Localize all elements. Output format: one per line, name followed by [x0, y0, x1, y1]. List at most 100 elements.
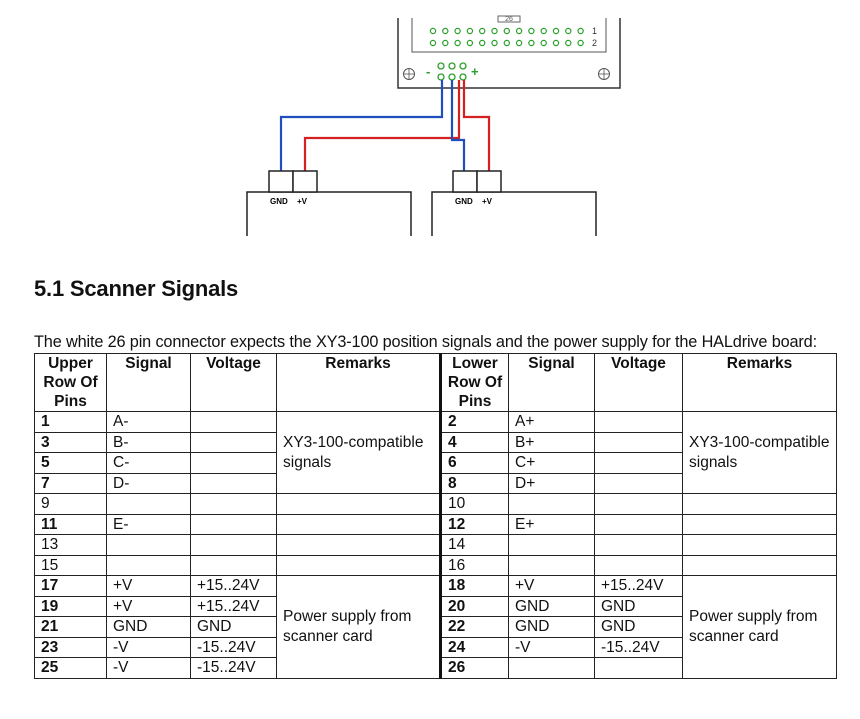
lower-pin-cell: 26: [439, 657, 509, 679]
lower-pin-cell: 16: [439, 554, 509, 576]
connector-pin: [565, 39, 572, 47]
header-signal-upper: Signal: [106, 353, 191, 412]
signal-table: Upper Row Of Pins Signal Voltage Remarks…: [34, 353, 837, 679]
connector-pin: [466, 27, 474, 35]
upper-signal-cell: C-: [106, 452, 191, 474]
mounting-hole-icon-left: [403, 68, 415, 80]
connector-pin: [540, 39, 547, 47]
remarks-empty-lower: [682, 513, 837, 535]
connector-pin: [515, 27, 523, 35]
connector-pin: [479, 39, 486, 47]
upper-signal-cell: [106, 554, 191, 576]
lower-signal-cell: [508, 657, 595, 679]
lower-signal-cell: -V: [508, 636, 595, 658]
remarks-power-lower: Power supply from scanner card: [682, 575, 837, 679]
lower-pin-cell: 8: [439, 472, 509, 494]
upper-voltage-cell: -15..24V: [190, 657, 277, 679]
connector-pin: [503, 39, 510, 47]
row-label-1: 1: [592, 26, 597, 36]
mounting-hole-icon-right: [598, 68, 610, 80]
upper-pin-cell: 11: [34, 513, 107, 535]
upper-pin-cell: 15: [34, 554, 107, 576]
lower-pin-cell: 2: [439, 411, 509, 433]
lower-voltage-cell: [594, 452, 683, 474]
connector-pin: [479, 27, 486, 35]
remarks-empty-upper: [276, 513, 441, 535]
remarks-empty-lower: [682, 493, 837, 515]
plus-label: +: [471, 64, 479, 79]
lower-pin-cell: 10: [439, 493, 509, 515]
header-remarks-upper: Remarks: [276, 353, 441, 412]
header-lower-pins: Lower Row Of Pins: [439, 353, 509, 412]
upper-pin-cell: 23: [34, 636, 107, 658]
connector-pin: [565, 27, 572, 35]
lower-signal-cell: [508, 534, 595, 556]
connector-pin: [491, 27, 498, 35]
pos-wire-left: [303, 80, 461, 172]
lower-signal-cell: [508, 554, 595, 576]
table-row: 13 14: [34, 534, 837, 556]
connector-pin-rows: [429, 27, 584, 47]
gnd-label-right: GND: [455, 197, 473, 206]
header-upper-pins: Upper Row Of Pins: [34, 353, 107, 412]
vplus-label-left: +V: [297, 197, 308, 206]
gnd-label-left: GND: [270, 197, 288, 206]
connector-housing: [397, 18, 621, 89]
upper-pin-cell: 19: [34, 595, 107, 617]
header-remarks-lower: Remarks: [682, 353, 837, 412]
upper-voltage-cell: [190, 493, 277, 515]
lower-signal-cell: D+: [508, 472, 595, 494]
lower-voltage-cell: GND: [594, 595, 683, 617]
upper-signal-cell: E-: [106, 513, 191, 535]
connector-pin: [442, 39, 449, 47]
upper-signal-cell: GND: [106, 616, 191, 638]
connector-pin: [540, 27, 547, 35]
lower-signal-cell: B+: [508, 431, 595, 453]
lower-voltage-cell: [594, 472, 683, 494]
connector-pin: [552, 39, 560, 47]
remarks-compat-lower: XY3-100-compatible signals: [682, 411, 837, 494]
connector-pin: [528, 39, 535, 47]
upper-signal-cell: [106, 493, 191, 515]
lower-pin-cell: 20: [439, 595, 509, 617]
connector-pin: [454, 27, 461, 35]
upper-voltage-cell: [190, 472, 277, 494]
upper-pin-cell: 1: [34, 411, 107, 433]
connector-pin: [442, 27, 449, 35]
remarks-power-upper: Power supply from scanner card: [276, 575, 441, 679]
upper-signal-cell: +V: [106, 595, 191, 617]
table-header-row: Upper Row Of Pins Signal Voltage Remarks…: [34, 353, 837, 412]
lower-signal-cell: C+: [508, 452, 595, 474]
connector-label: 26: [505, 16, 513, 23]
upper-pin-cell: 9: [34, 493, 107, 515]
connector-pin: [429, 39, 437, 47]
remarks-empty-upper: [276, 493, 441, 515]
intro-text: The white 26 pin connector expects the X…: [34, 333, 817, 351]
upper-signal-cell: -V: [106, 636, 191, 658]
connector-pin: [552, 27, 560, 35]
lower-voltage-cell: [594, 513, 683, 535]
upper-pin-cell: 25: [34, 657, 107, 679]
pos-wire-right: [462, 80, 491, 172]
table-row: 9 10: [34, 493, 837, 515]
upper-pin-cell: 13: [34, 534, 107, 556]
lower-signal-cell: A+: [508, 411, 595, 433]
lower-voltage-cell: [594, 411, 683, 433]
remarks-empty-lower: [682, 554, 837, 576]
upper-voltage-cell: [190, 534, 277, 556]
lower-voltage-cell: [594, 534, 683, 556]
upper-voltage-cell: [190, 452, 277, 474]
upper-voltage-cell: -15..24V: [190, 636, 277, 658]
upper-signal-cell: -V: [106, 657, 191, 679]
section-title: 5.1 Scanner Signals: [34, 276, 239, 301]
lower-pin-cell: 14: [439, 534, 509, 556]
lower-pin-cell: 6: [439, 452, 509, 474]
upper-pin-cell: 3: [34, 431, 107, 453]
lower-signal-cell: +V: [508, 575, 595, 597]
connector-pin: [577, 27, 584, 35]
